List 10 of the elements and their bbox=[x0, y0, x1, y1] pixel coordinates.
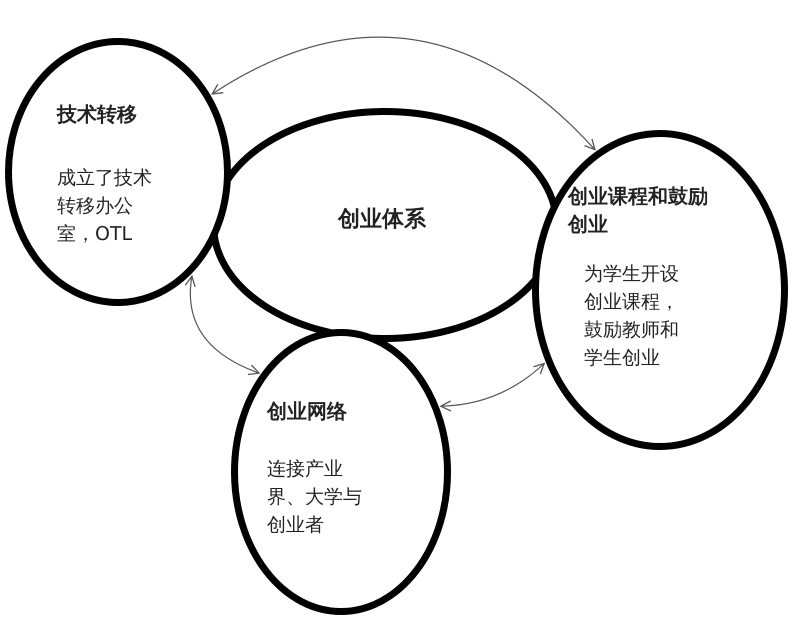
node-title: 创业体系 bbox=[338, 206, 427, 234]
node-title: 技术转移 bbox=[57, 101, 138, 128]
node-title: 创业网络 bbox=[267, 398, 348, 425]
node-description: 成立了技术转移办公室，OTL bbox=[57, 166, 153, 247]
node-description: 为学生开设创业课程，鼓励教师和学生创业 bbox=[584, 262, 680, 371]
double-headed-arrow bbox=[212, 36, 596, 150]
double-headed-arrow bbox=[185, 276, 260, 375]
node-title: 创业课程和鼓励创业 bbox=[568, 183, 709, 238]
double-headed-arrow bbox=[440, 362, 545, 412]
node-description: 连接产业界、大学与创业者 bbox=[267, 457, 363, 538]
